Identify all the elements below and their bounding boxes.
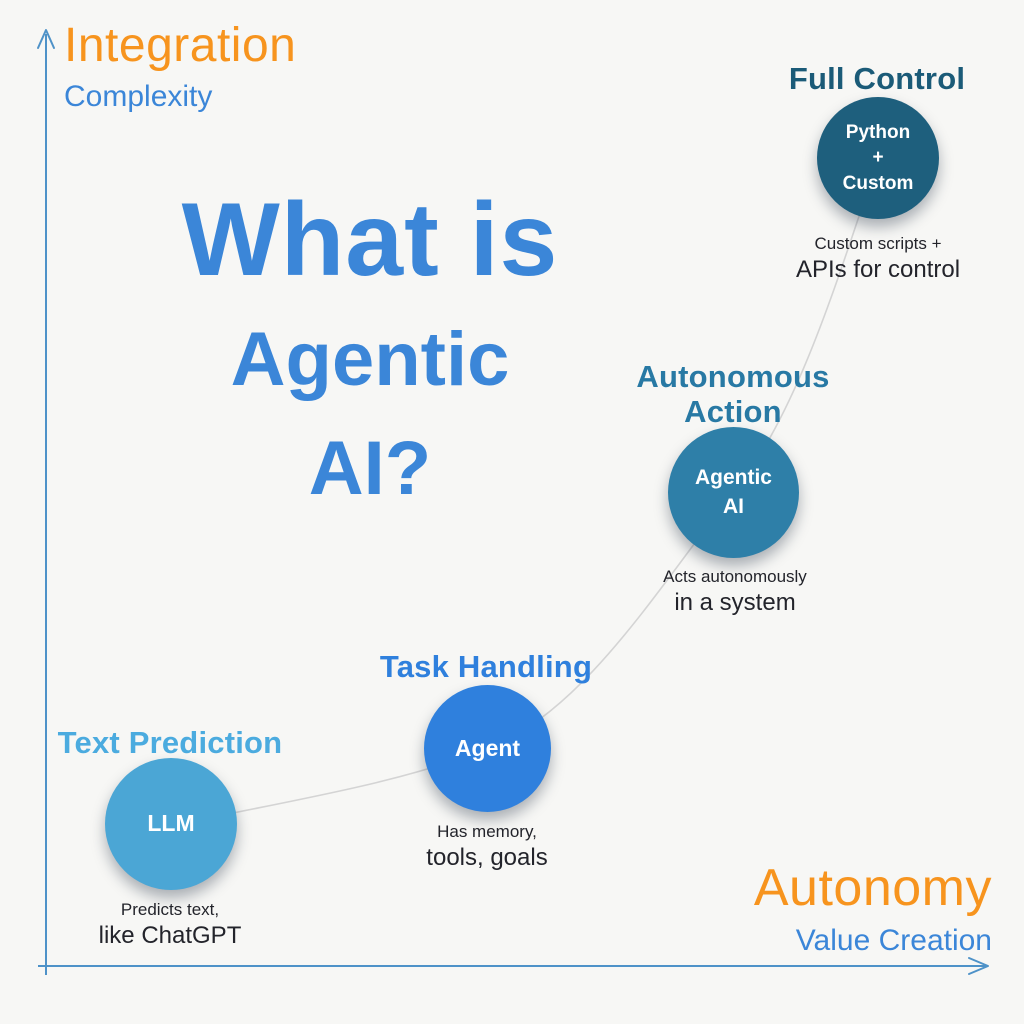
stage-caption: Acts autonomously in a system: [585, 565, 885, 618]
stage-heading: Autonomous Action: [636, 359, 830, 429]
stage-circle: LLM: [105, 758, 237, 890]
stage-circle-label: Agentic AI: [694, 466, 772, 518]
stage-circle-label: LLM: [147, 810, 195, 837]
stage-heading: Text Prediction: [57, 725, 283, 760]
stage-caption-small: Custom scripts +: [814, 234, 942, 253]
stage-circle: Agent: [424, 685, 551, 812]
y-axis-label-primary: Integration: [64, 19, 297, 72]
y-axis-label-secondary: Complexity: [64, 80, 213, 113]
stage-circle: Python + Custom: [817, 97, 939, 219]
y-axis-arrow-icon: [37, 29, 55, 49]
stage-caption-large: APIs for control: [795, 255, 961, 283]
stage-caption-large: like ChatGPT: [98, 921, 242, 949]
page-title-line-3: AI?: [308, 426, 432, 511]
x-axis-label-secondary: Value Creation: [795, 924, 992, 957]
stage-circle: Agentic AI: [668, 427, 799, 558]
x-axis-label-primary: Autonomy: [753, 859, 992, 917]
stage-caption-small: Has memory,: [437, 822, 537, 841]
x-axis-arrow-icon: [968, 957, 989, 975]
stage-heading: Task Handling: [379, 649, 593, 684]
stage-caption: Predicts text, like ChatGPT: [20, 898, 320, 951]
y-axis-label-group: Integration Complexity: [64, 22, 296, 112]
stage-caption: Custom scripts + APIs for control: [728, 232, 1024, 285]
x-axis-label-group: Autonomy Value Creation: [754, 862, 992, 956]
stage-heading: Full Control: [788, 61, 966, 96]
stage-caption: Has memory, tools, goals: [337, 820, 637, 873]
stage-caption-large: tools, goals: [426, 843, 548, 871]
stage-circle-label: Python + Custom: [842, 121, 914, 194]
page-title-line-1: What is: [181, 182, 559, 298]
page-title: What is Agentic AI?: [90, 188, 650, 507]
stage-caption-large: in a system: [674, 588, 796, 616]
stage-caption-small: Acts autonomously: [663, 567, 807, 586]
stage-caption-small: Predicts text,: [120, 900, 220, 919]
stage-circle-label: Agent: [454, 734, 521, 761]
page-title-line-2: Agentic: [230, 317, 510, 402]
